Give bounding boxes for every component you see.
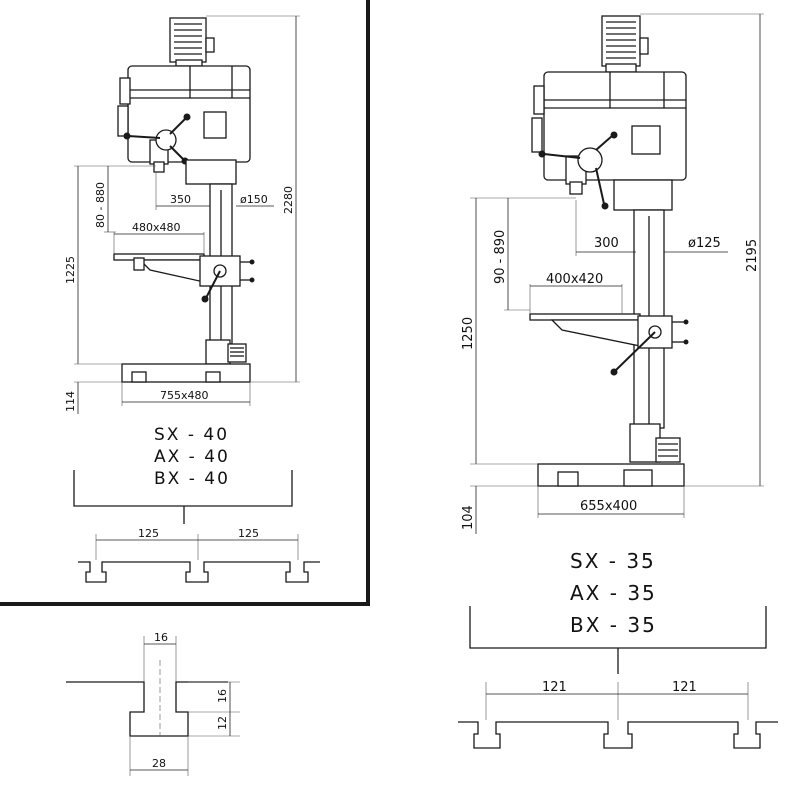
left-dim-table-size: 480x480	[132, 221, 181, 234]
left-dim-height-table: 1225	[64, 256, 77, 284]
left-dim-stroke-range: 80 - 880	[94, 182, 107, 228]
right-dim-reach: 300	[594, 236, 619, 251]
right-dim-base-size: 655x400	[580, 499, 637, 514]
tslot-width-bottom: 28	[152, 757, 166, 770]
right-model-sx: SX - 35	[570, 549, 656, 573]
tslot-width-top: 16	[154, 631, 168, 644]
right-dim-height-table: 1250	[461, 317, 476, 350]
left-slot-spacing-right: 125	[238, 527, 259, 540]
right-dim-base-height: 104	[461, 505, 476, 530]
left-dim-reach: 350	[170, 193, 191, 206]
left-dim-column-dia: ø150	[240, 193, 268, 206]
left-dim-height-total: 2280	[282, 186, 295, 214]
left-dim-base-height: 114	[64, 391, 77, 412]
left-model-ax: AX - 40	[154, 447, 230, 467]
left-table-slot-profile: 125 125	[73, 470, 320, 583]
left-model-names: SX - 40 AX - 40 BX - 40	[154, 425, 230, 489]
right-slot-spacing-right: 121	[672, 680, 697, 695]
right-table-slot-profile: 121 121	[458, 606, 778, 749]
left-model-bx: BX - 40	[154, 469, 230, 489]
right-model-names: SX - 35 AX - 35 BX - 35	[570, 549, 657, 637]
right-model-bx: BX - 35	[570, 613, 657, 637]
right-dim-column-dia: ø125	[688, 236, 721, 251]
right-dimensions: 2195 90 - 890 1250 104 300 ø125 400x420 …	[461, 13, 764, 534]
right-dim-table-size: 400x420	[546, 272, 603, 287]
left-dimensions: 2280 80 - 880 1225 114 350 ø150 480x480 …	[64, 15, 300, 414]
tslot-depth-lower: 12	[216, 716, 229, 730]
tslot-detail: 16 16 12 28	[66, 631, 240, 776]
right-slot-spacing-left: 121	[542, 680, 567, 695]
left-dim-base-size: 755x480	[160, 389, 209, 402]
right-dim-stroke-range: 90 - 890	[493, 230, 508, 284]
tslot-depth-upper: 16	[216, 689, 229, 703]
left-frame	[0, 0, 370, 606]
left-model-sx: SX - 40	[154, 425, 229, 445]
right-dim-height-total: 2195	[745, 239, 760, 272]
right-model-ax: AX - 35	[570, 581, 657, 605]
left-drill-press	[113, 17, 255, 383]
left-slot-spacing-left: 125	[138, 527, 159, 540]
right-drill-press	[529, 15, 689, 487]
